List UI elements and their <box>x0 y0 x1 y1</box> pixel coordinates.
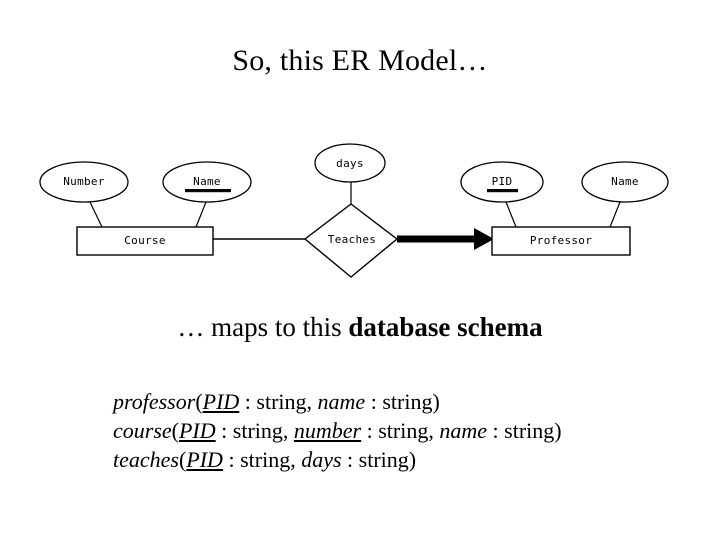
relationship-label-teaches: Teaches <box>327 233 377 246</box>
schema-open-paren: ( <box>171 418 179 443</box>
schema-close-paren: ) <box>554 418 562 443</box>
key-underline-course-name <box>185 189 231 193</box>
connector-coursename-course <box>195 201 207 228</box>
schema-key-attribute: number <box>293 418 362 443</box>
attribute-label-days: days <box>336 157 364 170</box>
connector-number-course <box>89 201 103 228</box>
schema-separator: , <box>290 447 302 472</box>
schema-attribute: name <box>317 389 366 414</box>
schema-colon: : <box>361 418 379 443</box>
schema-line: professor(PID : string, name : string) <box>113 387 562 416</box>
subtitle-prefix: … maps to this <box>177 312 349 342</box>
attribute-label-number: Number <box>63 175 105 188</box>
schema-open-paren: ( <box>195 389 203 414</box>
schema-separator: , <box>282 418 294 443</box>
schema-relation-name: teaches <box>113 447 179 472</box>
schema-attribute: name <box>439 418 488 443</box>
page-title: So, this ER Model… <box>232 44 488 77</box>
schema-attribute: days <box>301 447 342 472</box>
schema-colon: : <box>222 447 241 472</box>
schema-close-paren: ) <box>432 389 440 414</box>
attribute-label-course-name: Name <box>193 175 221 188</box>
schema-attribute-type: string <box>358 447 409 472</box>
schema-key-attribute: PID <box>186 447 223 472</box>
subtitle-emphasis: database schema <box>348 312 543 342</box>
schema-separator: , <box>428 418 440 443</box>
entity-label-course: Course <box>124 234 166 247</box>
schema-relation-name: professor <box>113 389 196 414</box>
schema-colon: : <box>487 418 505 443</box>
connector-profname-professor <box>609 201 621 228</box>
schema-relation-name: course <box>113 418 172 443</box>
schema-attribute-type: string <box>378 418 429 443</box>
schema-attribute-type: string <box>382 389 433 414</box>
schema-colon: : <box>239 389 257 414</box>
schema-listing: professor(PID : string, name : string)co… <box>113 387 562 474</box>
attribute-label-professor-name: Name <box>611 175 639 188</box>
schema-key-attribute: PID <box>178 418 216 443</box>
subtitle: … maps to this database schema <box>0 312 720 343</box>
key-underline-pid <box>487 189 518 193</box>
schema-colon: : <box>365 389 383 414</box>
connector-pid-professor <box>505 201 517 228</box>
attribute-label-pid: PID <box>491 175 513 188</box>
schema-attribute-type: string <box>504 418 555 443</box>
schema-line: teaches(PID : string, days : string) <box>113 445 562 474</box>
schema-key-attribute: PID <box>202 389 240 414</box>
arrowhead-icon <box>474 228 494 250</box>
schema-open-paren: ( <box>178 447 187 472</box>
schema-close-paren: ) <box>408 447 417 472</box>
schema-line: course(PID : string, number : string, na… <box>113 416 562 445</box>
schema-attribute-type: string <box>256 389 307 414</box>
entity-label-professor: Professor <box>529 234 593 247</box>
schema-attribute-type: string <box>240 447 291 472</box>
schema-attribute-type: string <box>232 418 283 443</box>
schema-separator: , <box>306 389 318 414</box>
schema-colon: : <box>341 447 359 472</box>
schema-colon: : <box>215 418 233 443</box>
